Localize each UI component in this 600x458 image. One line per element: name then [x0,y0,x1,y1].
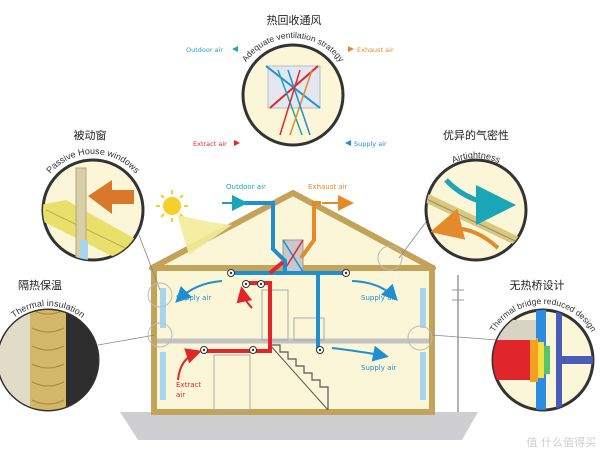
leader-lines [97,221,498,346]
sunlight-beam [177,215,232,255]
watermark: 值 什么值得买 [527,436,597,449]
extract-duct-to-hrv [268,260,285,275]
extract-air-top-marker [234,140,240,146]
supply-air-right-upper-label: Supply air [361,294,396,302]
outdoor-air-label: Outdoor air [226,183,266,191]
supply-flow-right-lower [331,345,389,362]
thermal-bridge-title: 无热桥设计 [510,279,565,292]
exhaust-air-label: Exhaust air [308,183,348,191]
supply-flow-right-upper [351,280,398,301]
extract-flow-lower [177,348,202,381]
exhaust-air-top-marker [348,46,354,52]
lower-door [213,354,251,411]
airtightness-label: Airtightness [450,150,502,165]
callout-markers [147,245,433,351]
right-lower-window [420,352,426,400]
heat-recovery-title: 热回收通风 [267,13,322,27]
exhaust-air-top-label: Exhaust air [357,46,394,54]
extract-air-label-line1: Extract [176,381,201,389]
windows-callout: Passive House windows [41,146,145,262]
outdoor-air-top-marker [232,46,238,52]
supply-flow-left [175,280,223,303]
exhaust-air-duct [299,201,321,260]
extract-air-label-line2: air [176,391,185,399]
staircase-rail [269,344,329,411]
supply-air-right-lower-label: Supply air [361,364,396,372]
airtightness-callout: Airtightness [424,150,528,262]
supply-air-top-label: Supply air [354,140,387,148]
supply-air-top-marker [345,140,351,146]
airtightness-title: 优异的气密性 [443,128,509,142]
thermal-bridge-callout: Thermal bridge reduced design [487,296,599,412]
extract-flow-upper [236,286,253,309]
insulation-title: 隔热保温 [18,278,62,292]
extract-air-top-label: Extract air [193,140,227,148]
staircase [270,344,329,410]
passive-windows-title: 被动窗 [74,128,107,142]
right-upper-window [420,288,426,328]
left-upper-window [160,288,166,328]
ground-base [120,412,478,440]
ventilation-callout: Adequate ventilation strategy [240,30,347,147]
upper-door-right [293,317,325,341]
outdoor-air-top-label: Outdoor air [186,46,223,54]
insulation-callout: Thermal insulation [0,298,100,412]
left-lower-window [160,352,166,400]
supply-air-left-label: Supply air [176,294,211,302]
upper-door-left [261,289,289,341]
